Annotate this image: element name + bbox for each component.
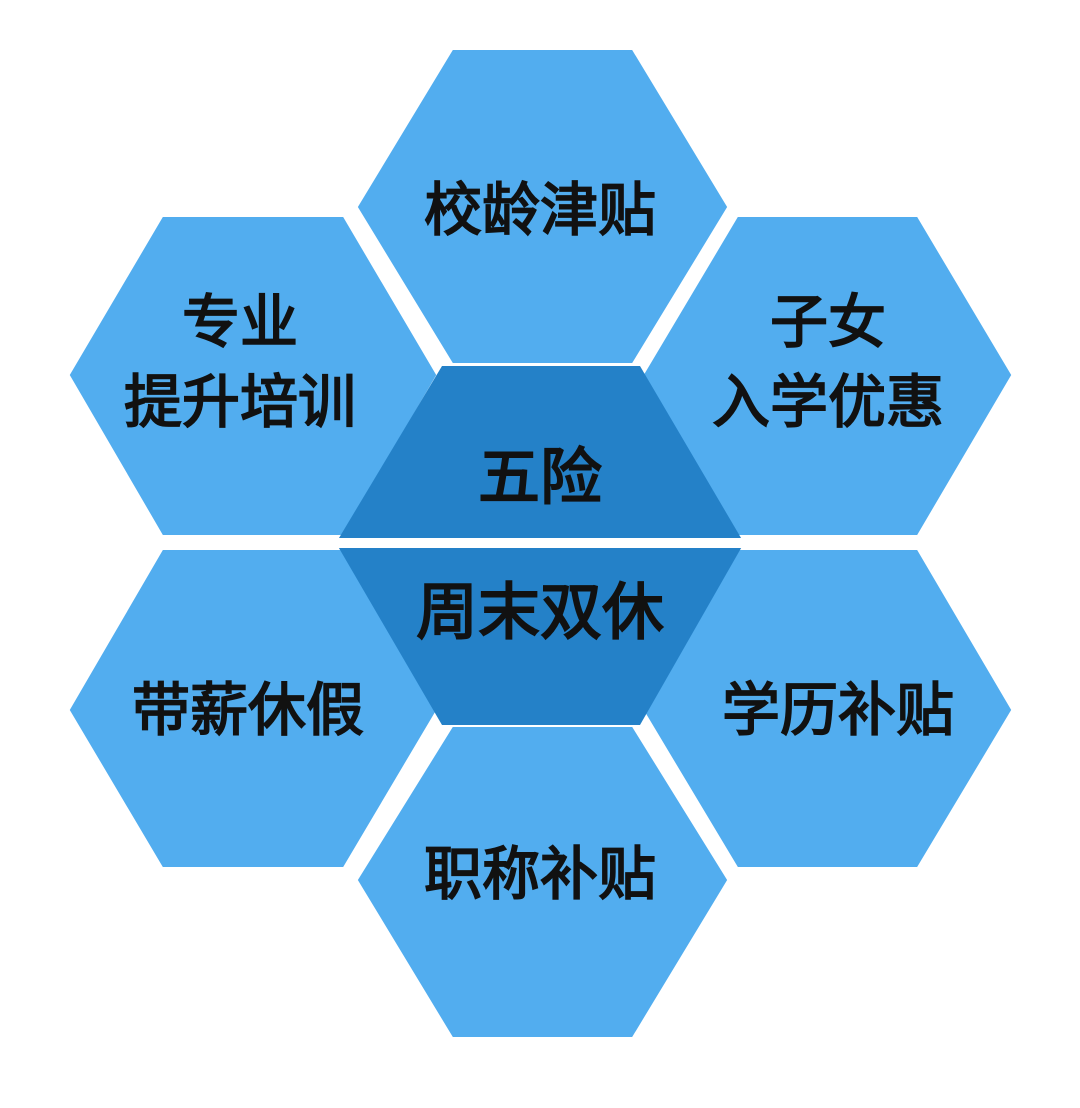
hex-center-label-bottom: 周末双休 <box>416 576 665 649</box>
hex-center-label-top: 五险 <box>478 441 603 514</box>
hex-bottom-label: 职称补贴 <box>424 840 656 908</box>
hex-bottom: 职称补贴 <box>347 717 738 1047</box>
hex-top-label: 校龄津贴 <box>424 176 656 244</box>
hex-top-right-label-line1: 子女 <box>770 288 886 356</box>
hex-bottom-right: 学历补贴 <box>633 540 1022 877</box>
hex-center: 五险 周末双休 <box>300 366 780 725</box>
hex-top-left-label-line2: 提升培训 <box>124 368 356 436</box>
hex-bottom-right-label: 学历补贴 <box>722 676 954 744</box>
hex-top-right-label-line2: 入学优惠 <box>712 368 944 436</box>
hex-top-left-label-line1: 专业 <box>182 288 298 356</box>
hex-bottom-left-label: 带薪休假 <box>132 676 364 744</box>
hex-top-left: 专业 提升培训 <box>59 207 447 545</box>
